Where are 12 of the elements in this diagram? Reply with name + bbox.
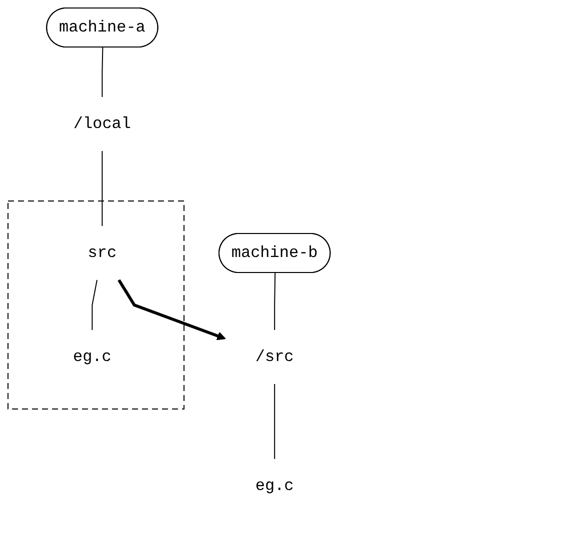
connector — [92, 280, 98, 330]
node-text: /src — [255, 348, 294, 366]
node-text: src — [88, 244, 117, 262]
connector — [102, 47, 104, 98]
node-text: /local — [73, 114, 132, 133]
arrow — [118, 279, 226, 340]
connector — [274, 272, 276, 330]
connector — [102, 150, 103, 226]
cluster — [8, 200, 184, 410]
node-text: eg.c — [73, 348, 112, 366]
node-text: eg.c — [255, 476, 294, 495]
connector — [274, 384, 276, 460]
